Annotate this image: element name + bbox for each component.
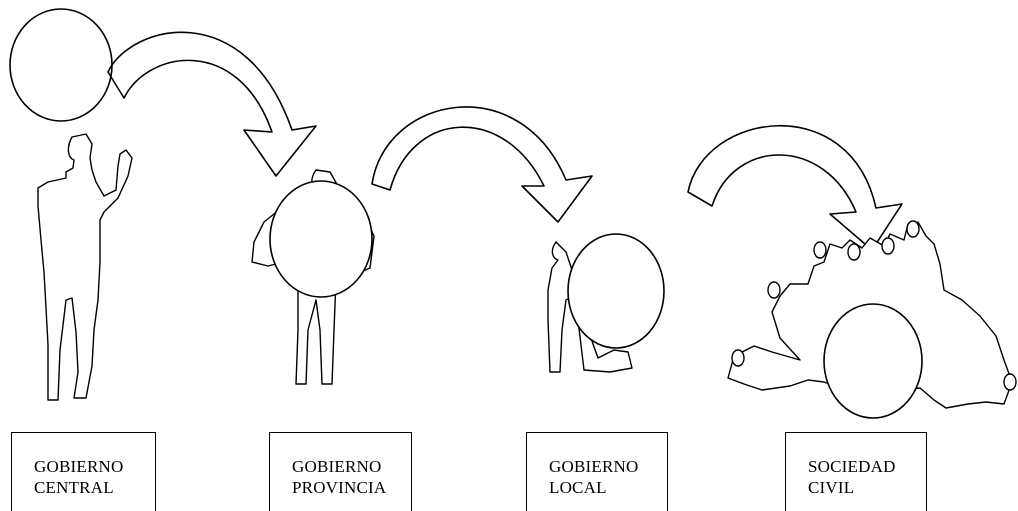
curved-arrow-1	[107, 31, 317, 177]
label-line-2: LOCAL	[549, 478, 607, 497]
label-line-2: CIVIL	[808, 478, 855, 497]
local-ball	[567, 233, 665, 349]
label-line-2: PROVINCIA	[292, 478, 387, 497]
label-line-1: SOCIEDAD	[808, 457, 896, 476]
curved-arrow-2	[371, 106, 593, 223]
provincia-ball	[269, 180, 373, 298]
label-box-gobierno-central: GOBIERNO CENTRAL	[11, 432, 156, 511]
curved-arrow-3	[687, 125, 903, 251]
label-box-gobierno-provincia: GOBIERNO PROVINCIA	[269, 432, 412, 511]
label-line-2: CENTRAL	[34, 478, 114, 497]
crowd-heads	[731, 220, 1017, 391]
label-box-gobierno-local: GOBIERNO LOCAL	[526, 432, 668, 511]
local-person-figure	[547, 241, 633, 373]
civil-ball	[823, 303, 923, 419]
label-line-1: GOBIERNO	[549, 457, 639, 476]
label-line-1: GOBIERNO	[34, 457, 124, 476]
central-ball	[9, 8, 113, 122]
label-box-sociedad-civil: SOCIEDAD CIVIL	[785, 432, 927, 511]
label-line-1: GOBIERNO	[292, 457, 382, 476]
central-person-figure	[37, 133, 133, 401]
